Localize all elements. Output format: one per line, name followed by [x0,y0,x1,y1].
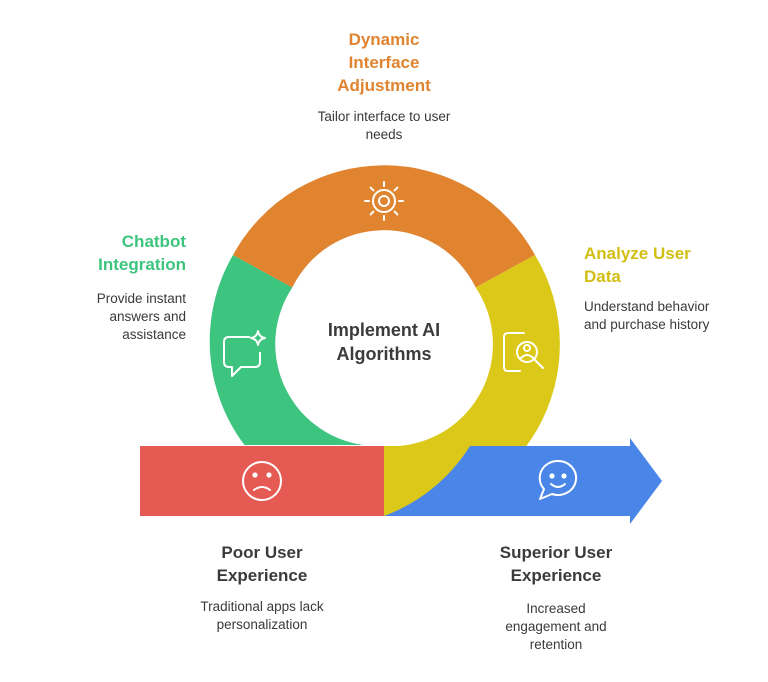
center-title: Implement AI Algorithms [327,320,441,364]
stage-superior-description: Increased engagement and retention [505,601,607,652]
smile-chat-icon [538,459,578,500]
segment-dynamic [232,165,536,288]
stage-dynamic-title: Dynamic Interface Adjustment [337,30,431,95]
chat-sparkle-icon [223,330,266,377]
sad-face-icon [242,461,282,501]
stage-chatbot-title: Chatbot Integration [98,232,186,274]
stage-poor-title: Poor User Experience [216,543,308,585]
segment-chatbot [209,255,364,445]
stage-analyze-description: Understand behavior and purchase history [584,299,710,332]
stage-poor-description: Traditional apps lack personalization [200,599,324,632]
stage-chatbot-description: Provide instant answers and assistance [96,291,186,342]
sun-gear-icon [364,181,404,221]
segment-analyze-lower [384,446,470,516]
stage-analyze-title: Analyze User Data [584,244,691,286]
stage-superior-title: Superior User Experience [499,543,613,585]
document-search-icon [503,332,544,372]
stage-dynamic-description: Tailor interface to user needs [317,109,451,142]
bar-poor [140,446,384,516]
